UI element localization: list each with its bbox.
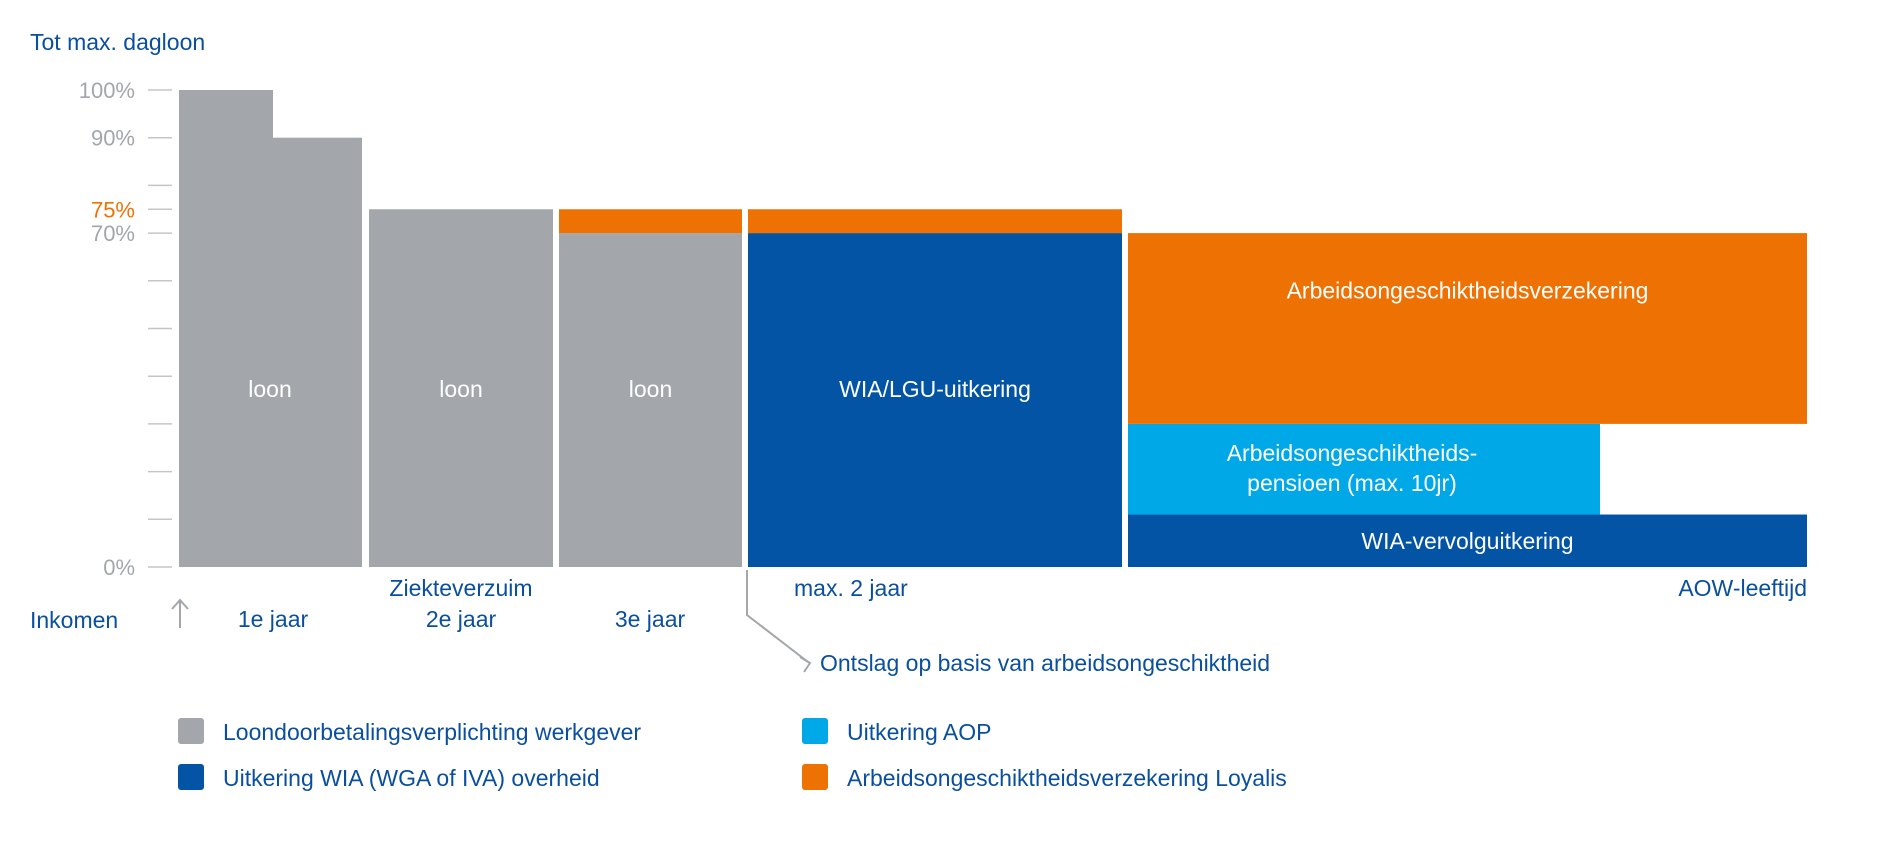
bar-label-loon: loon bbox=[439, 376, 482, 402]
bar-loyalis-3e-jaar bbox=[559, 209, 742, 234]
bar-label-1e-jaar: loon bbox=[248, 376, 291, 402]
bars bbox=[179, 90, 1807, 567]
x-label-y2: Ziekteverzuim bbox=[389, 575, 532, 601]
legend-swatch-loyalis bbox=[802, 764, 828, 790]
legend-label-aop: Uitkering AOP bbox=[847, 719, 991, 745]
y-tick-label: 100% bbox=[79, 78, 135, 103]
x-label-y1: 1e jaar bbox=[238, 606, 309, 632]
bar-werkgever-1e-jaar-b bbox=[273, 137, 362, 567]
y-axis: 100% 90% 75%70% 0% bbox=[79, 78, 172, 580]
annotation-arrow-icon bbox=[746, 570, 812, 673]
bar-label-wia-lgu-uitkering: WIA/LGU-uitkering bbox=[839, 376, 1031, 402]
y-tick-label: 75% bbox=[91, 197, 135, 222]
bar-wia-max-2-jaar bbox=[748, 233, 1122, 567]
bar-aop-tot-aow-leeftijd-max-10jr bbox=[1128, 423, 1600, 515]
x-label-aow: AOW-leeftijd bbox=[1678, 575, 1807, 601]
legend-swatch-aop bbox=[802, 718, 828, 744]
bar-loyalis-max-2-jaar bbox=[748, 209, 1122, 234]
bar-label-loon: loon bbox=[629, 376, 672, 402]
bar-loyalis-tot-aow-leeftijd bbox=[1128, 233, 1807, 424]
bar-labels: loon loon loon WIA/LGU-uitkeringWIA-vervolg… bbox=[248, 277, 1648, 553]
y-tick-label: 70% bbox=[91, 221, 135, 246]
x-label-y3: 3e jaar bbox=[615, 606, 686, 632]
bar-label-wia-vervolguitkering: WIA-vervolguitkering bbox=[1361, 528, 1573, 554]
bar-label-aop-line: Arbeidsongeschiktheids- bbox=[1227, 440, 1478, 466]
y-tick-label: 90% bbox=[91, 126, 135, 151]
y-axis-title: Tot max. dagloon bbox=[30, 29, 205, 55]
legend-label-werkgever: Loondoorbetalingsverplichting werkgever bbox=[223, 719, 641, 745]
arrow-up-icon bbox=[171, 598, 189, 628]
y-tick-label: 0% bbox=[103, 555, 135, 580]
legend-label-wia: Uitkering WIA (WGA of IVA) overheid bbox=[223, 765, 600, 791]
x-label-wia: max. 2 jaar bbox=[794, 575, 908, 601]
x-axis-title: Inkomen bbox=[30, 607, 118, 633]
x-label-y2: 2e jaar bbox=[426, 606, 497, 632]
bar-werkgever-3e-jaar bbox=[559, 233, 742, 567]
bar-label-arbeidsongeschiktheidsverzekering: Arbeidsongeschiktheidsverzekering bbox=[1287, 277, 1649, 303]
legend-swatch-werkgever bbox=[178, 718, 204, 744]
x-labels: 1e jaar Ziekteverzuim 2e jaar 3e jaar max. 2… bbox=[238, 575, 1807, 632]
bar-werkgever-1e-jaar-a bbox=[179, 90, 273, 567]
annotation-text: Ontslag op basis van arbeidsongeschikthe… bbox=[820, 650, 1270, 676]
bar-label-aop-line: pensioen (max. 10jr) bbox=[1247, 470, 1457, 496]
bar-werkgever-2e-jaar bbox=[369, 209, 553, 567]
legend-swatch-wia bbox=[178, 764, 204, 790]
legend-label-loyalis: Arbeidsongeschiktheidsverzekering Loyali… bbox=[847, 765, 1287, 791]
bar-wia-tot-aow-leeftijd bbox=[1128, 514, 1807, 567]
